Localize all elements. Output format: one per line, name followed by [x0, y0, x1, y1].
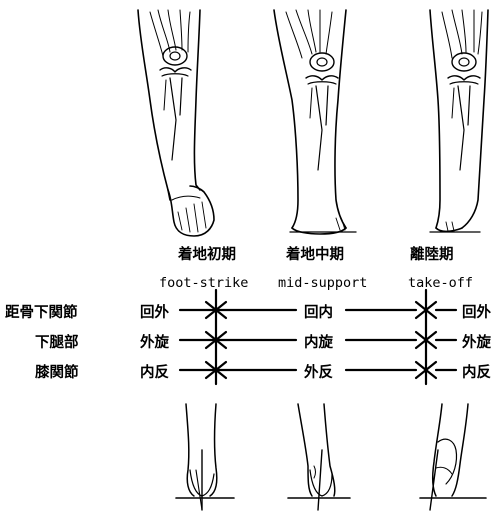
phase-en-mid-support: mid-support — [278, 275, 367, 291]
state-row1-mid-support: 回内 — [304, 301, 333, 322]
state-row2-foot-strike: 外旋 — [140, 331, 169, 352]
row-label-knee-joint: 膝関節 — [35, 361, 79, 382]
phase-jp-foot-strike: 着地初期 — [178, 243, 236, 264]
state-row1-take-off: 回外 — [462, 301, 491, 322]
row-label-subtalar-joint: 距骨下関節 — [5, 301, 78, 322]
phase-en-foot-strike: foot-strike — [159, 275, 248, 291]
leg-mid-support-icon — [274, 10, 356, 234]
phase-en-take-off: take-off — [408, 275, 473, 291]
state-row3-foot-strike: 内反 — [140, 361, 169, 382]
phase-jp-take-off: 離陸期 — [410, 243, 454, 264]
rearfoot-foot-strike-icon — [176, 404, 234, 510]
rearfoot-take-off-icon — [420, 404, 486, 510]
state-row3-take-off: 内反 — [462, 361, 491, 382]
state-row3-mid-support: 外反 — [304, 361, 333, 382]
row-label-lower-leg: 下腿部 — [35, 331, 79, 352]
rearfoot-mid-support-icon — [288, 404, 350, 510]
phase-jp-mid-support: 着地中期 — [286, 243, 344, 264]
state-row2-take-off: 外旋 — [462, 331, 491, 352]
state-row1-foot-strike: 回外 — [140, 301, 169, 322]
state-row2-mid-support: 内旋 — [304, 331, 333, 352]
leg-foot-strike-icon — [138, 10, 214, 236]
leg-take-off-icon — [430, 10, 488, 232]
